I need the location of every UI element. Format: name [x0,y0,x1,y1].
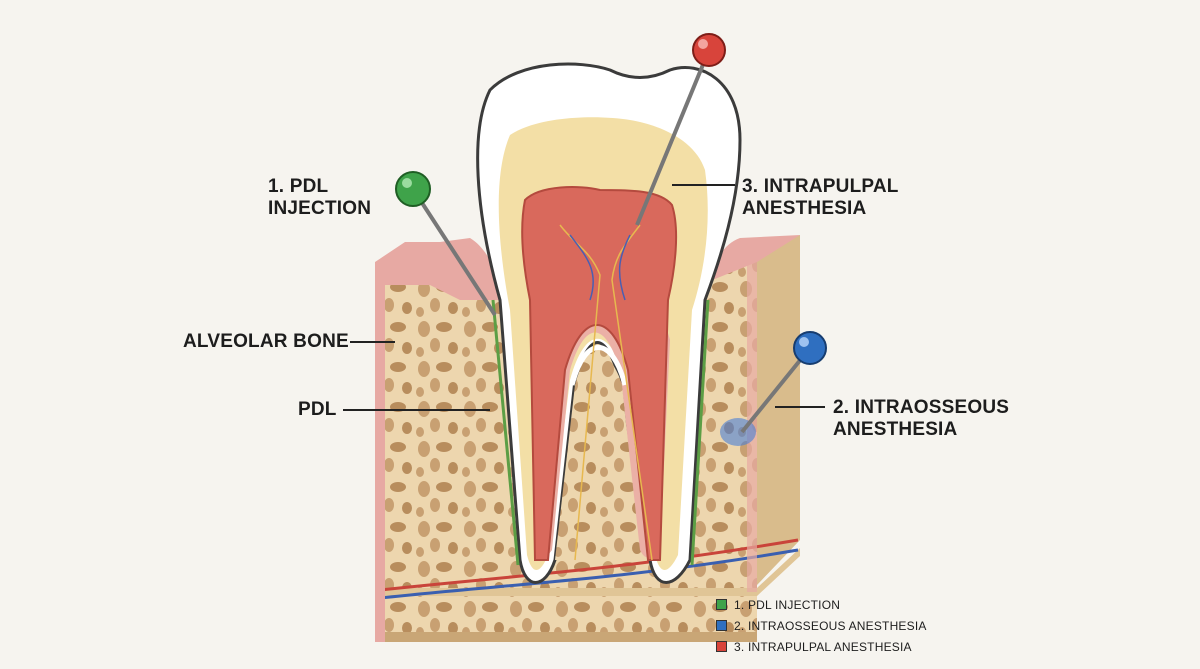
legend-label: 1. PDL INJECTION [734,597,841,612]
legend-item: 3. INTRAPULPAL ANESTHESIA [716,636,927,657]
needle-head-red [692,33,726,67]
gum-right [700,235,800,300]
pulp-nerves [559,224,653,561]
needle-pdl-injection [395,171,497,317]
label-pdl-injection: 1. PDL INJECTION [268,176,371,220]
vessel-red [379,538,799,592]
needle-intrapulpal [635,33,726,226]
legend-item: 2. INTRAOSSEOUS ANESTHESIA [716,615,927,636]
label-intraosseous-line1: 2. INTRAOSSEOUS [833,397,1010,418]
needle-head-green [395,171,431,207]
label-intrapulpal: 3. INTRAPULPAL ANESTHESIA [742,176,899,220]
label-intrapulpal-line1: 3. INTRAPULPAL [742,176,899,197]
gum-left [375,238,505,300]
dental-pulp [521,186,678,561]
bone-side-face [757,235,800,585]
label-pdl: PDL [298,399,337,421]
label-intraosseous: 2. INTRAOSSEOUS ANESTHESIA [833,397,1009,441]
label-alveolar-bone-text: ALVEOLAR BONE [183,331,349,352]
legend-swatch-red [716,641,727,652]
legend: 1. PDL INJECTION 2. INTRAOSSEOUS ANESTHE… [716,594,927,657]
pdl-right [690,299,710,566]
label-intraosseous-line2: ANESTHESIA [833,419,958,440]
label-pdl-text: PDL [298,399,337,420]
label-alveolar-bone: ALVEOLAR BONE [183,331,349,353]
legend-label: 2. INTRAOSSEOUS ANESTHESIA [734,618,927,633]
legend-swatch-blue [716,620,727,631]
vessel-blue [379,548,799,600]
needle-intraosseous [740,331,827,434]
label-pdl-injection-line1: 1. PDL [268,176,329,197]
label-pdl-injection-line2: INJECTION [268,198,372,219]
label-intrapulpal-line2: ANESTHESIA [742,198,867,219]
legend-swatch-green [716,599,727,610]
legend-item: 1. PDL INJECTION [716,594,927,615]
needle-head-blue [793,331,827,365]
pdl-left [491,299,520,566]
legend-label: 3. INTRAPULPAL ANESTHESIA [734,639,912,654]
